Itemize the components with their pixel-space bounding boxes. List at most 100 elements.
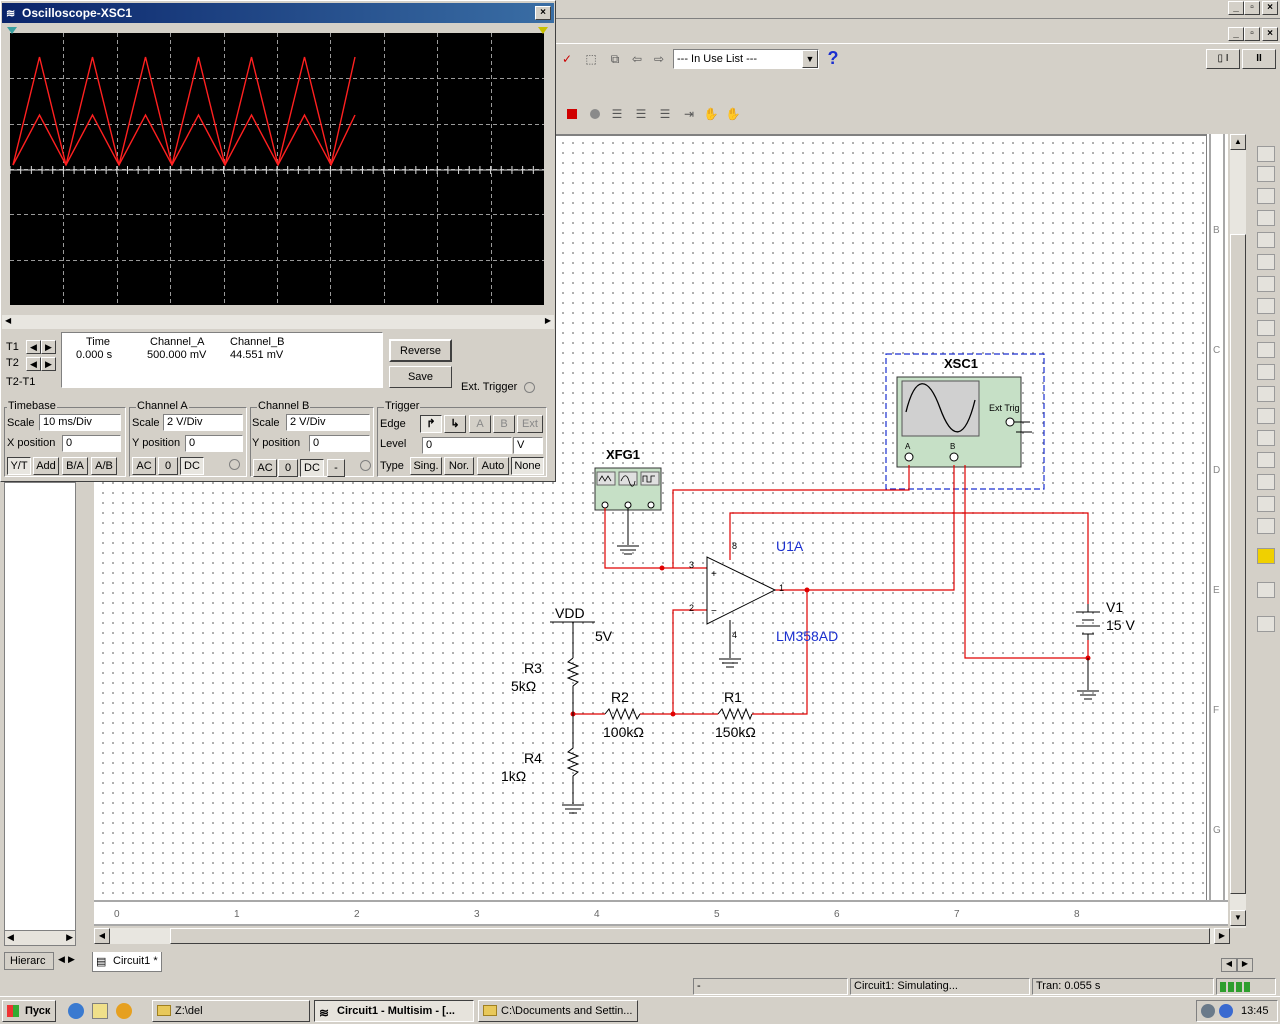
r3-resistor bbox=[568, 658, 578, 714]
mode-yt-button[interactable]: Y/T bbox=[7, 457, 31, 475]
r2-label: R2 bbox=[611, 689, 629, 705]
system-tray: 13:45 bbox=[1196, 1000, 1278, 1022]
trigger-type-label: Type bbox=[380, 460, 404, 472]
quick-launch-media-icon[interactable] bbox=[116, 1003, 132, 1019]
t1-left-button[interactable]: ◀ bbox=[26, 340, 41, 354]
readout-header-channel-b: Channel_B bbox=[230, 336, 284, 348]
scope-scrollbar[interactable]: ◀ ▶ bbox=[2, 315, 554, 329]
r1-resistor bbox=[718, 709, 752, 719]
task-multisim[interactable]: ≋ Circuit1 - Multisim - [... bbox=[314, 1000, 474, 1022]
svg-text:+: + bbox=[711, 569, 717, 580]
windows-logo-icon bbox=[7, 1005, 19, 1017]
trigger-source-a-button[interactable]: A bbox=[469, 415, 491, 433]
channel-a-zero-button[interactable]: 0 bbox=[158, 457, 178, 475]
status-cell-1: - bbox=[693, 978, 848, 995]
r4-resistor bbox=[568, 714, 578, 804]
simulation-progress-indicator bbox=[1216, 978, 1276, 995]
task-z-del-label: Z:\del bbox=[175, 1005, 203, 1017]
v1-value: 15 V bbox=[1106, 617, 1135, 633]
reverse-button[interactable]: Reverse bbox=[389, 339, 452, 362]
mode-ba-button[interactable]: B/A bbox=[62, 457, 88, 475]
scope-screen[interactable] bbox=[10, 33, 544, 305]
channel-b-ypos-label: Y position bbox=[252, 437, 300, 449]
scope-scroll-right-icon[interactable]: ▶ bbox=[545, 316, 551, 325]
trigger-level-unit[interactable]: V bbox=[513, 437, 543, 454]
channel-a-scale-field[interactable]: 2 V/Div bbox=[163, 414, 243, 431]
trigger-single-button[interactable]: Sing. bbox=[410, 457, 442, 475]
tray-network-icon[interactable] bbox=[1201, 1004, 1215, 1018]
tray-volume-icon[interactable] bbox=[1219, 1004, 1233, 1018]
edge-falling-icon[interactable]: ↳ bbox=[444, 415, 466, 433]
t2-left-button[interactable]: ◀ bbox=[26, 357, 41, 371]
t1-right-button[interactable]: ▶ bbox=[41, 340, 56, 354]
xsc1-port-a bbox=[905, 453, 913, 461]
oscilloscope-window-icon: ≋ bbox=[6, 4, 15, 24]
r4-value: 1kΩ bbox=[501, 768, 526, 784]
svg-text:−: − bbox=[711, 606, 717, 617]
taskbar: Пуск Z:\del ≋ Circuit1 - Multisim - [...… bbox=[0, 996, 1280, 1024]
edge-rising-icon[interactable]: ↱ bbox=[420, 415, 442, 433]
channel-a-scale-label: Scale bbox=[132, 417, 160, 429]
lm358-label: LM358AD bbox=[776, 628, 838, 644]
t2-right-button[interactable]: ▶ bbox=[41, 357, 56, 371]
trigger-normal-button[interactable]: Nor. bbox=[444, 457, 474, 475]
timebase-xpos-field[interactable]: 0 bbox=[62, 435, 121, 452]
ext-trigger-label: Ext. Trigger bbox=[461, 381, 517, 393]
mode-ab-button[interactable]: A/B bbox=[91, 457, 117, 475]
trigger-none-button[interactable]: None bbox=[511, 457, 544, 475]
channel-b-scale-field[interactable]: 2 V/Div bbox=[286, 414, 370, 431]
xfg1-label: XFG1 bbox=[606, 447, 640, 462]
readout-header-channel-a: Channel_A bbox=[150, 336, 204, 348]
cursor-t1-marker-icon[interactable] bbox=[7, 27, 17, 34]
channel-a-color-icon[interactable] bbox=[229, 459, 240, 470]
r3-value: 5kΩ bbox=[511, 678, 536, 694]
r2-value: 100kΩ bbox=[603, 724, 644, 740]
channel-b-zero-button[interactable]: 0 bbox=[278, 459, 298, 477]
v1-label: V1 bbox=[1106, 599, 1123, 615]
channel-a-ac-button[interactable]: AC bbox=[132, 457, 156, 475]
channel-b-invert-button[interactable]: - bbox=[327, 459, 345, 477]
trigger-auto-button[interactable]: Auto bbox=[477, 457, 509, 475]
start-button[interactable]: Пуск bbox=[2, 1000, 56, 1022]
cursor-delta-label: T2-T1 bbox=[6, 376, 35, 388]
mode-add-button[interactable]: Add bbox=[33, 457, 59, 475]
trigger-source-b-button[interactable]: B bbox=[493, 415, 515, 433]
xsc1-port-b bbox=[950, 453, 958, 461]
quick-launch-ie-icon[interactable] bbox=[68, 1003, 84, 1019]
status-cell-1-text: - bbox=[697, 980, 701, 992]
timebase-scale-field[interactable]: 10 ms/Div bbox=[39, 414, 121, 431]
channel-b-ac-button[interactable]: AC bbox=[253, 459, 277, 477]
timebase-xpos-label: X position bbox=[7, 437, 55, 449]
oscilloscope-titlebar[interactable]: ≋ Oscilloscope-XSC1 bbox=[2, 3, 554, 23]
r1-label: R1 bbox=[724, 689, 742, 705]
channel-a-ypos-field[interactable]: 0 bbox=[185, 435, 243, 452]
trigger-level-field[interactable]: 0 bbox=[422, 437, 512, 454]
channel-b-ypos-field[interactable]: 0 bbox=[309, 435, 370, 452]
oscilloscope-title: Oscilloscope-XSC1 bbox=[22, 6, 132, 20]
quick-launch-notepad-icon[interactable] bbox=[92, 1003, 108, 1019]
task-z-del[interactable]: Z:\del bbox=[152, 1000, 310, 1022]
multisim-icon: ≋ bbox=[319, 1003, 329, 1022]
trigger-source-ext-button[interactable]: Ext bbox=[517, 415, 543, 433]
channel-b-color-icon[interactable] bbox=[360, 460, 371, 471]
task-documents[interactable]: C:\Documents and Settin... bbox=[478, 1000, 638, 1022]
pin-3-label: 3 bbox=[689, 560, 694, 570]
save-button[interactable]: Save bbox=[389, 366, 452, 388]
trigger-level-label: Level bbox=[380, 438, 406, 450]
oscilloscope-window[interactable]: ≋ Oscilloscope-XSC1 × ◀ ▶ T1 T2 T2-T1 ◀ … bbox=[0, 0, 556, 482]
ext-trigger-terminal-icon[interactable] bbox=[524, 382, 535, 393]
u1a-label: U1A bbox=[776, 538, 803, 554]
channel-a-group-label: Channel A bbox=[136, 400, 189, 412]
pin-8-label: 8 bbox=[732, 541, 737, 551]
trigger-group-label: Trigger bbox=[384, 400, 420, 412]
r4-label: R4 bbox=[524, 750, 542, 766]
channel-a-dc-button[interactable]: DC bbox=[180, 457, 204, 475]
pin-4-label: 4 bbox=[732, 630, 737, 640]
cursor-t2-marker-icon[interactable] bbox=[538, 27, 548, 34]
channel-b-dc-button[interactable]: DC bbox=[300, 459, 324, 477]
folder-icon bbox=[483, 1005, 497, 1016]
oscilloscope-close-button[interactable]: × bbox=[535, 6, 551, 20]
scope-scroll-left-icon[interactable]: ◀ bbox=[5, 316, 11, 325]
channel-b-group-label: Channel B bbox=[257, 400, 310, 412]
vdd-label: VDD bbox=[555, 605, 585, 621]
